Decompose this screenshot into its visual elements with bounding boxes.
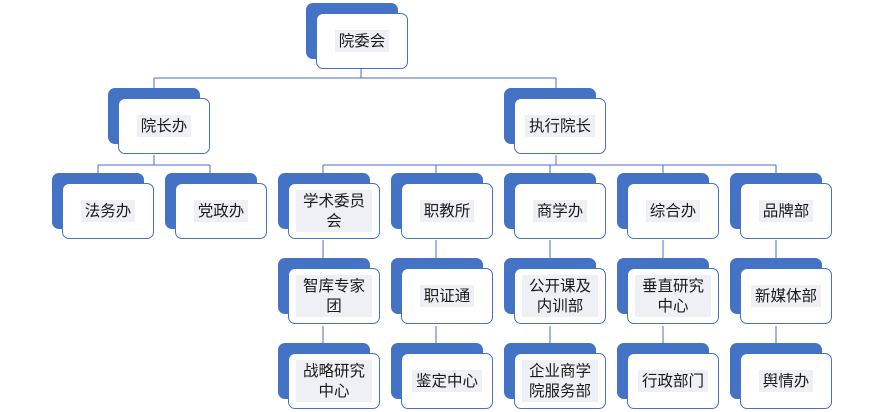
node-root[interactable]: 院委会 [306, 3, 408, 69]
node-label: 智库专家团 [296, 275, 372, 317]
node-executive-president[interactable]: 执行院长 [504, 88, 606, 154]
node-label: 法务办 [80, 200, 136, 222]
node-label: 品牌部 [758, 200, 814, 222]
node-dept-general[interactable]: 综合办 [617, 173, 719, 239]
node-dept-brand[interactable]: 品牌部 [730, 173, 832, 239]
node-label: 垂直研究中心 [635, 275, 711, 317]
node-sub[interactable]: 职证通 [391, 258, 493, 324]
node-sub[interactable]: 舆情办 [730, 343, 832, 409]
node-label: 院长办 [136, 115, 192, 137]
node-label: 职教所 [419, 200, 475, 222]
node-label: 学术委员会 [296, 190, 372, 232]
node-sub[interactable]: 行政部门 [617, 343, 719, 409]
node-party-office[interactable]: 党政办 [165, 173, 267, 239]
node-dept-business[interactable]: 商学办 [504, 173, 606, 239]
node-label: 院委会 [334, 30, 390, 52]
node-label: 党政办 [193, 200, 249, 222]
node-label: 鉴定中心 [411, 370, 482, 392]
node-label: 公开课及内训部 [522, 275, 598, 317]
node-label: 职证通 [419, 285, 475, 307]
node-dept-academic[interactable]: 学术委员会 [278, 173, 380, 239]
node-label: 行政部门 [637, 370, 708, 392]
node-label: 商学办 [532, 200, 588, 222]
node-sub[interactable]: 垂直研究中心 [617, 258, 719, 324]
node-label: 综合办 [645, 200, 701, 222]
node-sub[interactable]: 新媒体部 [730, 258, 832, 324]
node-sub[interactable]: 智库专家团 [278, 258, 380, 324]
node-dept-vocational[interactable]: 职教所 [391, 173, 493, 239]
node-label: 新媒体部 [750, 285, 821, 307]
node-label: 执行院长 [524, 115, 595, 137]
node-sub[interactable]: 企业商学院服务部 [504, 343, 606, 409]
node-sub[interactable]: 鉴定中心 [391, 343, 493, 409]
node-label: 舆情办 [758, 370, 814, 392]
node-label: 企业商学院服务部 [522, 360, 598, 402]
node-sub[interactable]: 公开课及内训部 [504, 258, 606, 324]
node-label: 战略研究中心 [296, 360, 372, 402]
node-president-office[interactable]: 院长办 [108, 88, 210, 154]
node-sub[interactable]: 战略研究中心 [278, 343, 380, 409]
node-legal-office[interactable]: 法务办 [52, 173, 154, 239]
